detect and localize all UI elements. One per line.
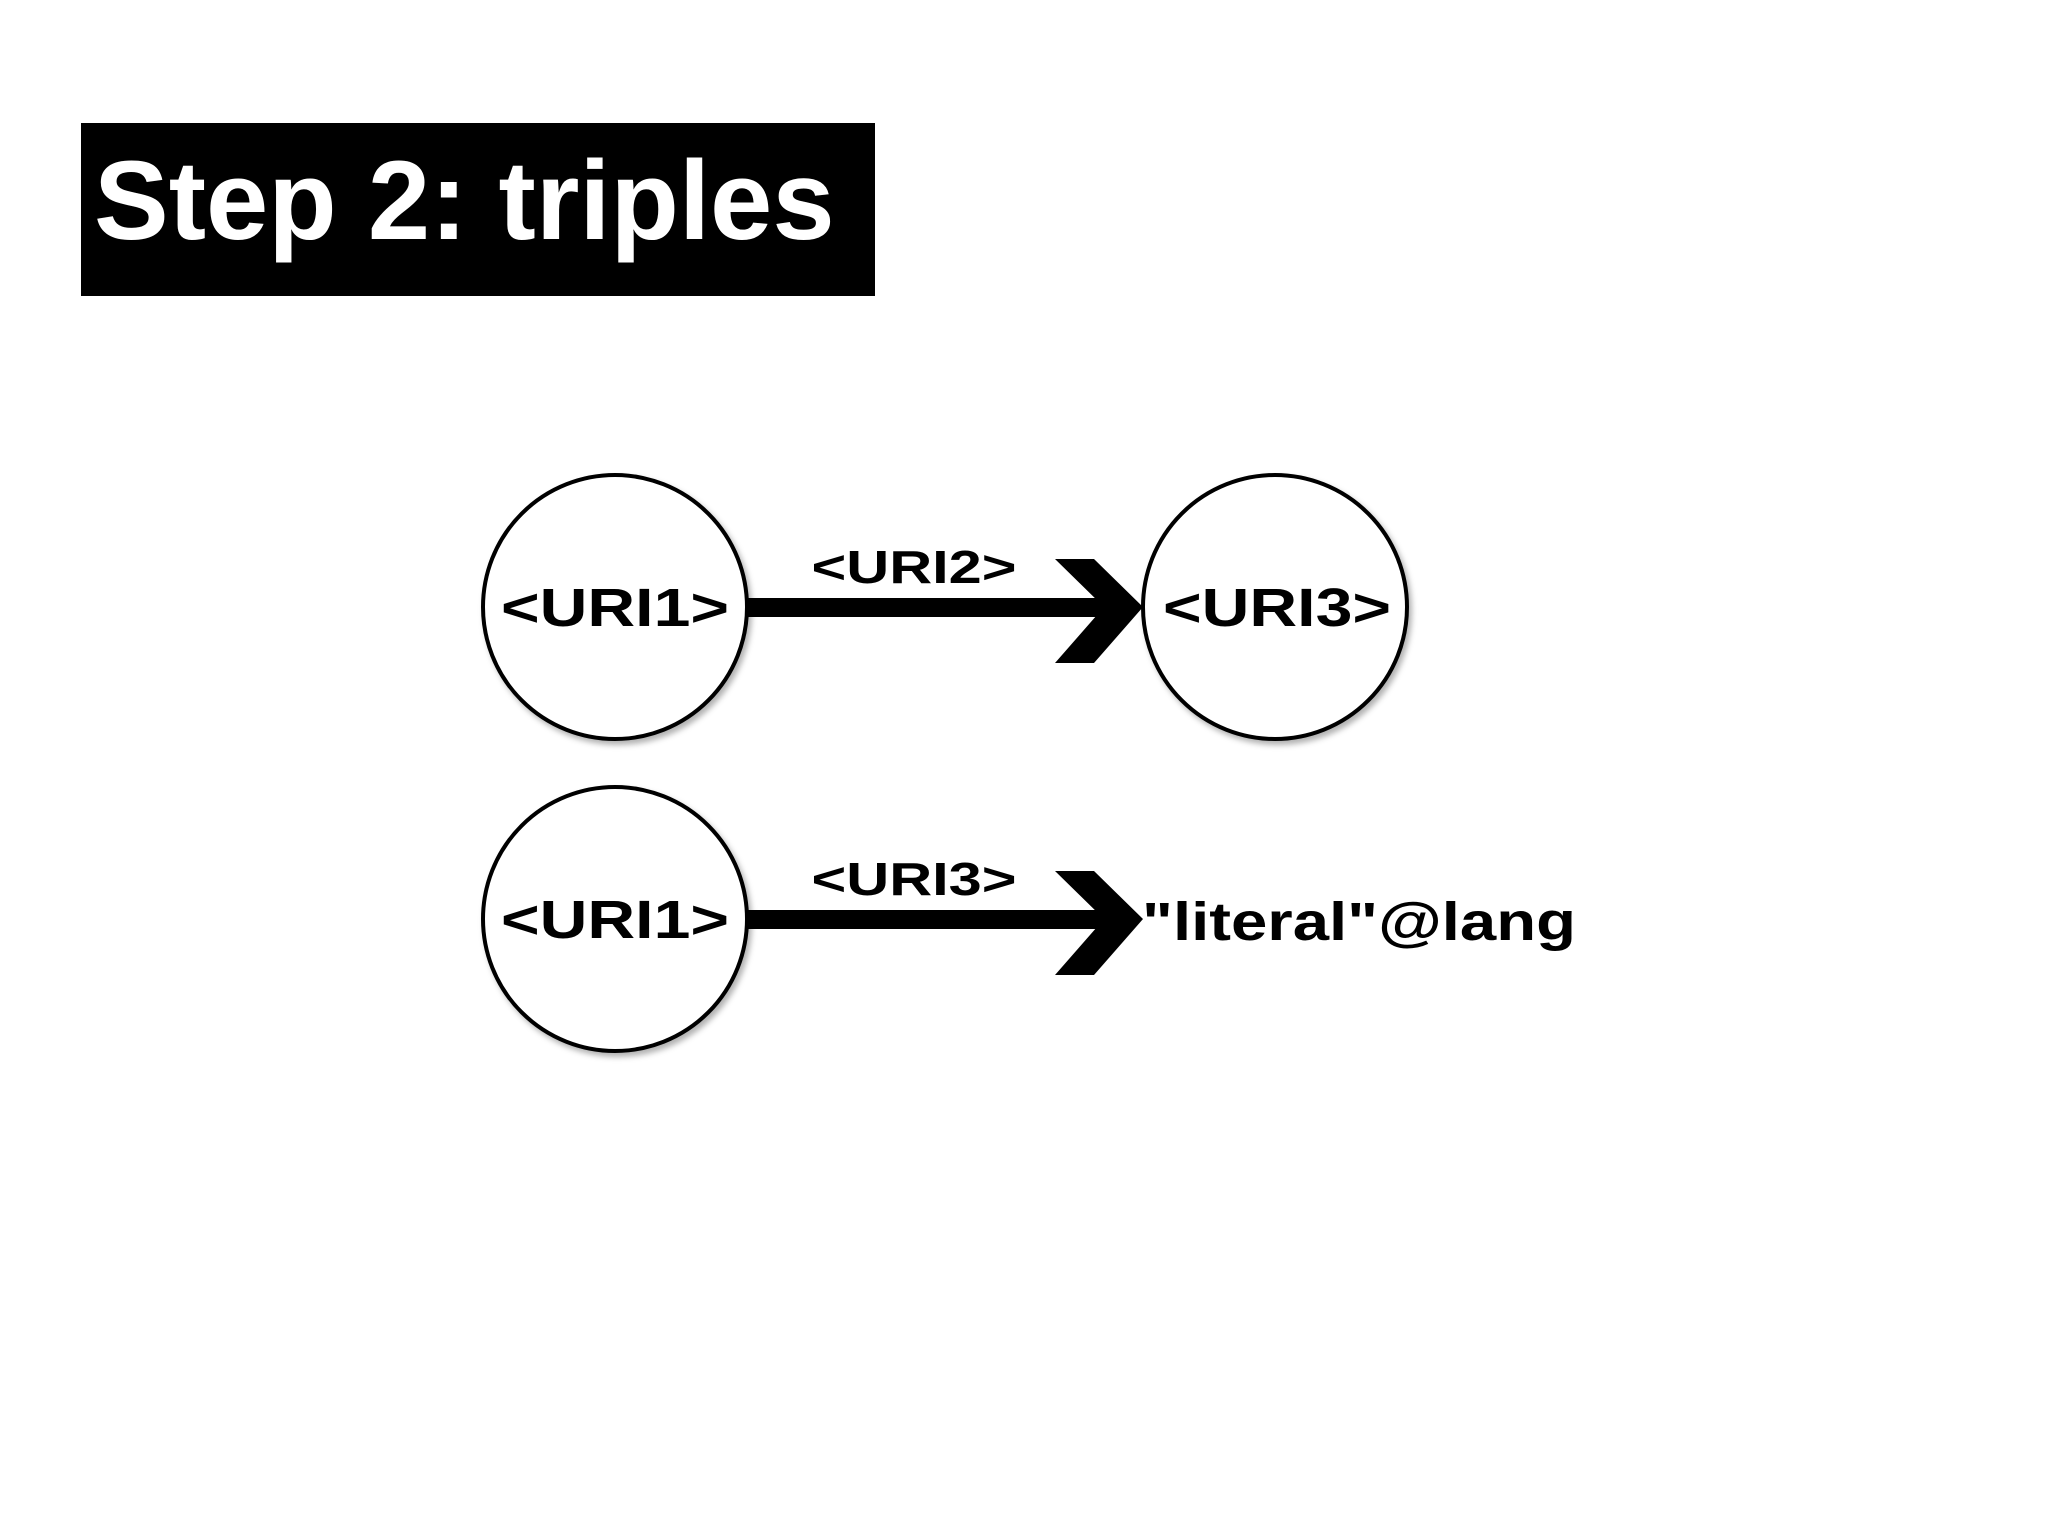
subject-label: <URI1> xyxy=(501,890,729,950)
slide-title: Step 2: triples xyxy=(94,138,835,263)
object-node xyxy=(1141,473,1409,741)
literal-object-label: "literal"@lang xyxy=(1142,892,1576,952)
triple-2: <URI1> <URI3> "literal"@lang xyxy=(481,785,1576,1053)
predicate-label: <URI2> xyxy=(812,541,1017,593)
predicate-arrow-shaft xyxy=(747,910,1107,929)
predicate-arrow-shaft xyxy=(747,598,1107,617)
predicate-label: <URI3> xyxy=(812,853,1017,905)
predicate-arrow-head xyxy=(1055,559,1143,663)
title-banner: Step 2: triples xyxy=(81,123,875,296)
predicate-arrow-head xyxy=(1055,871,1143,975)
subject-label: <URI1> xyxy=(501,578,729,638)
object-label: <URI3> xyxy=(1163,578,1391,638)
triple-1: <URI1> <URI2> <URI3> xyxy=(481,473,1409,741)
